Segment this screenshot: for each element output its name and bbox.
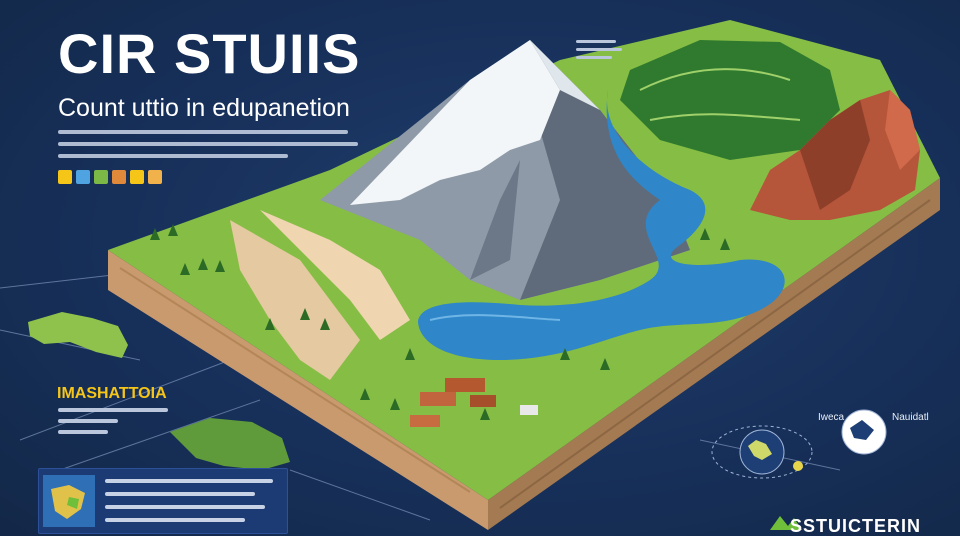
brand-logo-mark (770, 516, 802, 530)
info-card-text (105, 479, 273, 531)
page-subtitle: Count uttio in edupanetion (58, 94, 350, 122)
floating-island (170, 418, 290, 470)
globe-icon (43, 475, 95, 527)
river-lake (418, 90, 785, 360)
flag-icon (130, 170, 144, 184)
pin-icon (76, 170, 90, 184)
footer-brand: SSTUICTERIN (790, 516, 922, 536)
snow-cap (350, 40, 560, 205)
forest-area (620, 40, 840, 160)
badge-icon (148, 170, 162, 184)
village (410, 378, 538, 427)
intro-text-block (58, 130, 358, 166)
dirt-path (230, 220, 360, 380)
tree-icon (94, 170, 108, 184)
globe-diagram (711, 409, 887, 479)
region-label: IMASHATTOIA (57, 385, 167, 402)
globe-label-right: Nauidatl (892, 412, 929, 423)
legend-icons-row (58, 170, 162, 184)
trees (150, 224, 730, 420)
info-card (38, 468, 288, 534)
callout-text-top (576, 40, 622, 64)
globe-label-left: Iweca (818, 412, 845, 423)
page-title: CIR STUIIS (58, 22, 361, 85)
region-text-block (58, 408, 168, 441)
floating-island (28, 312, 128, 358)
map-icon (58, 170, 72, 184)
tag-icon (112, 170, 126, 184)
